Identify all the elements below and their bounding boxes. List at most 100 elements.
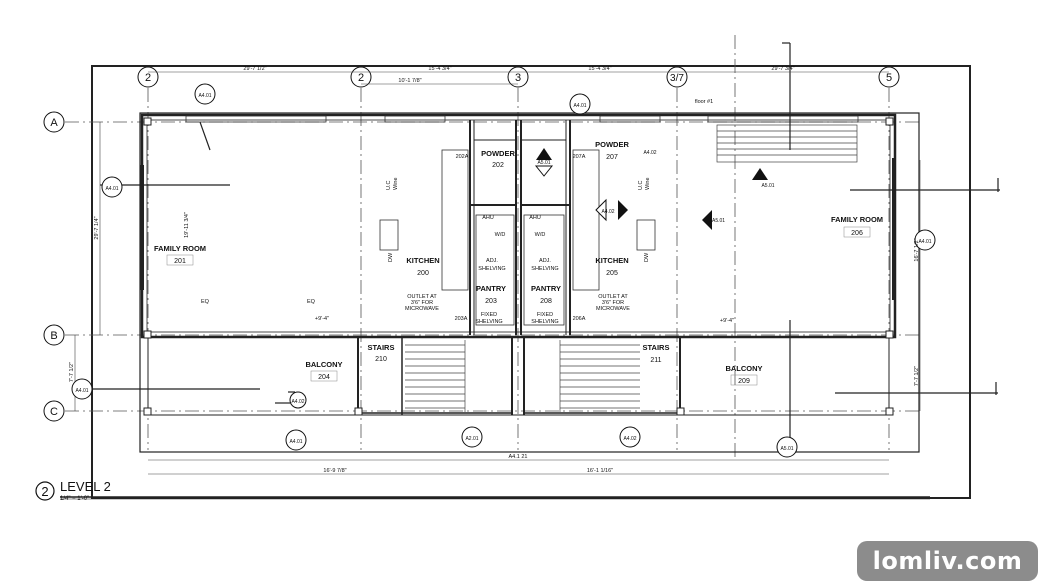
- section-marker-10: [289, 391, 307, 409]
- svg-text:A4.02: A4.02: [623, 436, 636, 442]
- kitchen-counters: [379, 149, 656, 326]
- elevation-right: +9'-4": [720, 318, 734, 324]
- drawing-scale: 1/4" = 1'-0": [60, 496, 89, 502]
- fixed-shelving-right-2: SHELVING: [531, 319, 558, 325]
- svg-text:A4.02: A4.02: [643, 150, 656, 156]
- room-206-name: FAMILY ROOM: [831, 215, 883, 224]
- uc-left: U.C: [386, 181, 392, 191]
- dim-top-right: 29'-7 3/4": [771, 66, 794, 72]
- stair-treads-right: [559, 340, 640, 412]
- section-marker-3: [101, 176, 123, 198]
- room-205-number: 205: [606, 270, 618, 277]
- sheet-border: [91, 65, 971, 499]
- room-209-number: 209: [738, 378, 750, 385]
- outlet-note-left-1: OUTLET AT: [407, 294, 437, 300]
- outlet-note-right-2: 3'6" FOR: [602, 300, 624, 306]
- title-underline: [60, 496, 930, 500]
- room-206-number: 206: [851, 230, 863, 237]
- grid-label-col-1: 2: [145, 72, 151, 84]
- room-210-number: 210: [375, 356, 387, 363]
- ahu-right: AHU: [529, 215, 541, 221]
- room-202-number: 202: [492, 162, 504, 169]
- dw-right: DW: [644, 252, 650, 262]
- room-204-number: 204: [318, 374, 330, 381]
- plan-notes: OUTLET AT 3'6" FOR MICROWAVE OUTLET AT 3…: [201, 99, 734, 325]
- dim-bottom-center: A4.1 21: [509, 454, 528, 460]
- svg-text:A5.01: A5.01: [780, 446, 793, 452]
- adj-shelving-right-1: ADJ.: [539, 258, 551, 264]
- section-marker-6: [285, 429, 307, 451]
- eq-left-1: EQ: [201, 299, 210, 305]
- fixed-shelving-right-1: FIXED: [537, 312, 553, 318]
- section-marker-1: [194, 83, 216, 105]
- watermark-text: lomliv.com: [872, 547, 1023, 575]
- dim-balcony-left: 7'-7 1/2": [69, 362, 75, 382]
- grid-label-col-3: 3: [515, 72, 521, 84]
- wd-right: W/D: [535, 232, 546, 238]
- room-201-name: FAMILY ROOM: [154, 244, 206, 253]
- svg-text:A4.02: A4.02: [291, 399, 304, 405]
- room-202-name: POWDER: [481, 149, 515, 158]
- room-207-number: 207: [606, 154, 618, 161]
- grid-bubble-row-b: [43, 324, 65, 346]
- svg-text:A4.01: A4.01: [573, 103, 586, 109]
- wd-left: W/D: [495, 232, 506, 238]
- svg-text:A4.01: A4.01: [105, 186, 118, 192]
- dim-bottom-right: 16'-1 1/16": [587, 468, 613, 474]
- room-211-name: STAIRS: [643, 343, 670, 352]
- uc-right: U.C: [638, 181, 644, 191]
- room-210-name: STAIRS: [368, 343, 395, 352]
- floor-label: floor #1: [695, 99, 713, 105]
- section-marker-4: [914, 229, 936, 251]
- exterior-walls: [139, 112, 920, 453]
- room-203-name: PANTRY: [476, 284, 506, 293]
- svg-text:A4.02: A4.02: [601, 209, 614, 215]
- dim-top-left: 29'-7 1/2": [243, 66, 266, 72]
- dim-top-sub: 10'-1 7/8": [398, 78, 421, 84]
- room-211-number: 211: [650, 357, 661, 364]
- room-200-name: KITCHEN: [406, 256, 439, 265]
- adj-shelving-left-2: SHELVING: [478, 266, 505, 272]
- svg-text:A5.01: A5.01: [761, 183, 774, 189]
- dim-balcony-right: 7'-7 1/2": [914, 366, 920, 386]
- watermark-badge: lomliv.com: [857, 541, 1038, 581]
- outlet-note-right-1: OUTLET AT: [598, 294, 628, 300]
- svg-text:A4.01: A4.01: [289, 439, 302, 445]
- section-marker-8: [619, 426, 641, 448]
- dimension-text: 29'-7 1/2" 15'-4 3/4" 15'-4 3/4" 29'-7 3…: [69, 66, 920, 474]
- room-204-name: BALCONY: [305, 360, 342, 369]
- room-labels: FAMILY ROOM POWDER PANTRY KITCHEN BALCON…: [154, 140, 883, 373]
- room-200-number: 200: [417, 270, 429, 277]
- fixed-shelving-left-1: FIXED: [481, 312, 497, 318]
- door-tag-202a: 202A: [456, 154, 469, 160]
- room-207-name: POWDER: [595, 140, 629, 149]
- dim-left-vertical: 29'-7 1/4": [94, 216, 100, 239]
- dim-right-vertical: 16'-7 1/2": [914, 238, 920, 261]
- room-208-name: PANTRY: [531, 284, 561, 293]
- grid-label-row-a: A: [50, 117, 58, 129]
- grid-bubble-row-a: [43, 111, 65, 133]
- svg-text:A5.01: A5.01: [712, 218, 725, 224]
- view-number-bubble: [35, 481, 55, 501]
- ahu-left: AHU: [482, 215, 494, 221]
- grid-label-col-4: 3/7: [670, 73, 684, 84]
- outlet-note-left-3: MICROWAVE: [405, 306, 439, 312]
- elevation-left: +9'-4": [315, 316, 329, 322]
- grid-row-bubbles: A B C: [43, 111, 65, 422]
- stair-treads-left: [405, 340, 466, 412]
- adj-shelving-right-2: SHELVING: [531, 266, 558, 272]
- interior-walls: [140, 120, 896, 415]
- dim-left-inner: 19'-11 3/4": [184, 212, 190, 238]
- svg-text:A5.01: A5.01: [537, 160, 550, 166]
- drawing-title: LEVEL 2: [60, 479, 111, 494]
- column-markers: [143, 117, 894, 416]
- svg-text:A4.01: A4.01: [198, 93, 211, 99]
- grid-bubble-row-c: [43, 400, 65, 422]
- room-201-number: 201: [174, 258, 186, 265]
- wine-left: Wine: [393, 177, 399, 190]
- vertical-notes: DW DW U.C Wine U.C Wine: [386, 177, 651, 262]
- grid-label-row-c: C: [50, 406, 58, 418]
- adj-shelving-left-1: ADJ.: [486, 258, 498, 264]
- door-tag-206a: 206A: [573, 316, 586, 322]
